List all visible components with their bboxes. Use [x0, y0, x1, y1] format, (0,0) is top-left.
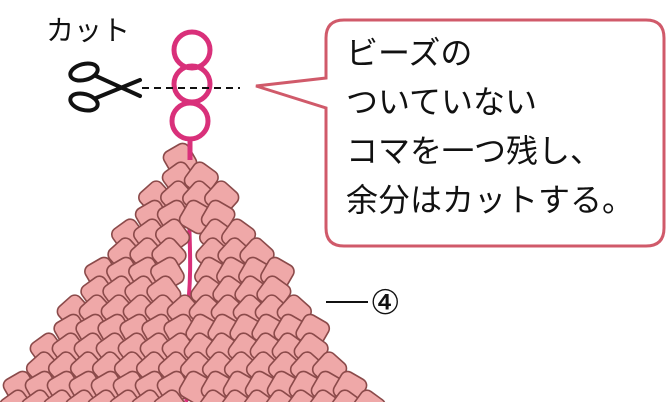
bead-right — [306, 389, 343, 407]
callout-bubble: ビーズの ついていない コマを一つ残し、 余分はカットする。 — [255, 18, 666, 248]
callout-line-3: コマを一つ残し、 — [346, 132, 602, 170]
cut-label: カット — [46, 14, 130, 47]
bead-right — [328, 389, 365, 407]
callout-line-1: ビーズの — [346, 34, 472, 72]
chain-ring-cut — [171, 63, 213, 105]
bead-right — [350, 389, 387, 407]
chain-rings — [169, 29, 213, 160]
marker-label: ④ — [370, 283, 400, 323]
callout-line-4: 余分はカットする。 — [346, 181, 634, 219]
bead-left — [152, 389, 189, 407]
bead-right — [240, 389, 277, 407]
callout-line-2: ついていない — [346, 83, 537, 121]
bead-triangle — [0, 142, 387, 407]
bead-right — [196, 389, 233, 407]
bead-right — [262, 389, 299, 407]
chain-ring-top — [171, 29, 213, 71]
scissors-icon — [68, 61, 142, 113]
bead-right — [218, 389, 255, 407]
chain-ring-kept — [169, 100, 211, 142]
bead-right — [284, 389, 321, 407]
